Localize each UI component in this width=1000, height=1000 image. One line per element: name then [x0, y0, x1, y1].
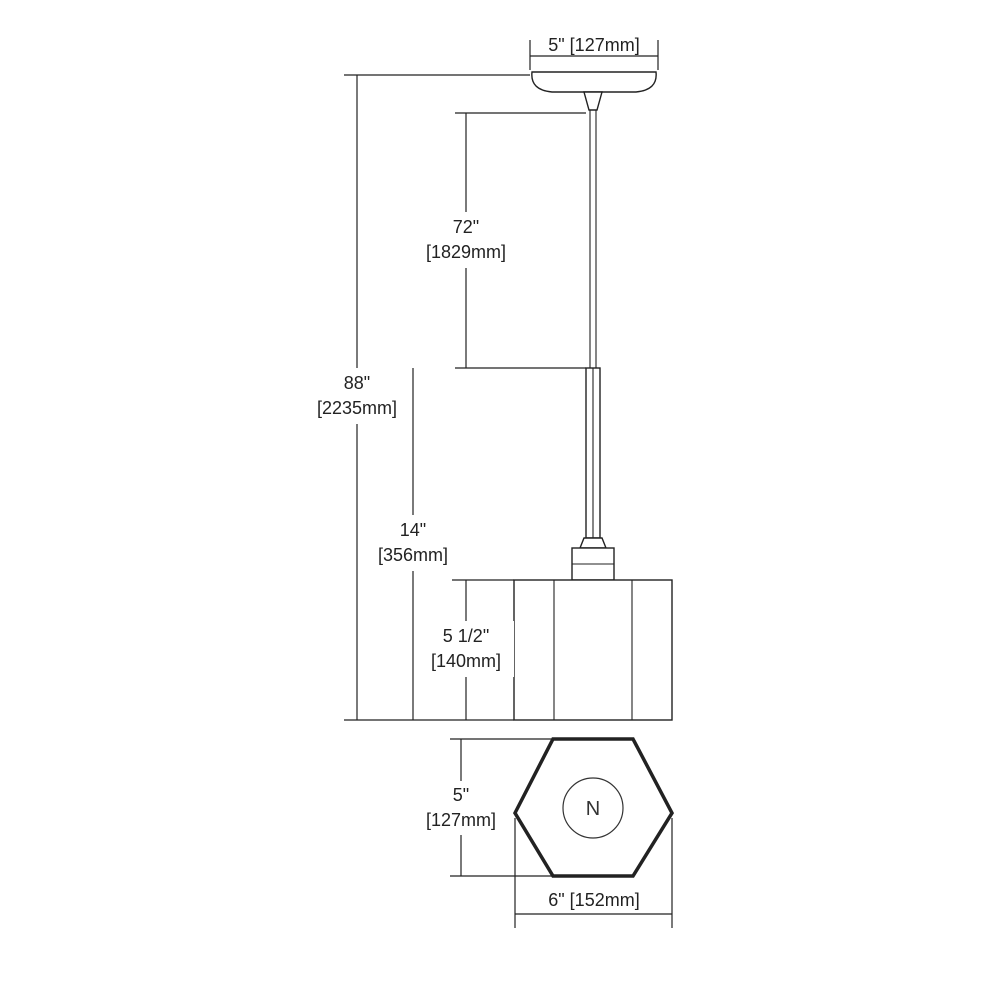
fixture-height-imperial: 14"	[400, 520, 426, 540]
cord-length-imperial: 72"	[453, 217, 479, 237]
socket-cap	[578, 537, 608, 549]
canopy-width-dimension: 5" [127mm]	[529, 35, 659, 70]
shade-height-imperial: 5 1/2"	[443, 626, 489, 646]
overall-height-dimension: 88" [2235mm]	[300, 74, 530, 721]
north-badge	[562, 777, 624, 839]
overall-height-metric: [2235mm]	[317, 398, 397, 418]
fixture-rod	[585, 367, 601, 539]
shade-height-dimension: 5 1/2" [140mm]	[418, 579, 514, 720]
shade-depth-dimension: 5" [127mm]	[414, 738, 553, 877]
canopy-stem-connector	[583, 91, 603, 111]
shade-plan-view: N	[512, 737, 675, 878]
suspension-cord	[589, 110, 597, 368]
north-badge-label: N	[586, 798, 600, 820]
shade-depth-metric: [127mm]	[426, 810, 496, 830]
cord-length-dimension: 72" [1829mm]	[412, 112, 586, 369]
shade-height-metric: [140mm]	[431, 651, 501, 671]
cord-length-metric: [1829mm]	[426, 242, 506, 262]
shade-width-dimension: 6" [152mm]	[514, 818, 673, 928]
canopy-width-label: 5" [127mm]	[548, 35, 639, 55]
fixture-height-dimension: 14" [356mm]	[362, 368, 464, 720]
shade-depth-imperial: 5"	[453, 785, 469, 805]
shade-width-label: 6" [152mm]	[548, 890, 639, 910]
canopy	[531, 71, 657, 93]
shade-front-view	[513, 579, 673, 721]
overall-height-imperial: 88"	[344, 373, 370, 393]
fixture-height-metric: [356mm]	[378, 545, 448, 565]
